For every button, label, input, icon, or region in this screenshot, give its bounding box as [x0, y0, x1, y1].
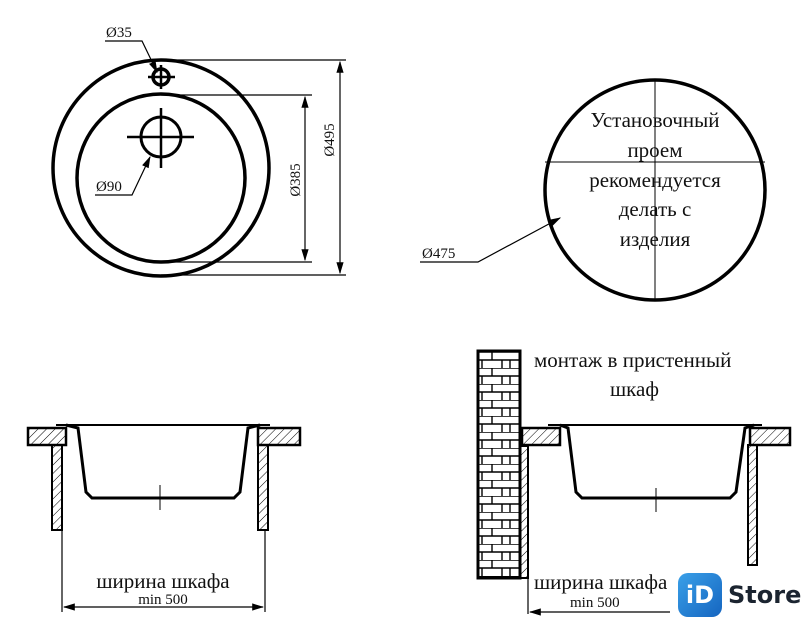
note-line: рекомендуется [589, 168, 721, 192]
wall-cabinet-min-label: min 500 [570, 595, 620, 611]
idstore-logo-icon: iD [678, 573, 722, 617]
wall-cabinet-width-label: ширина шкафа [534, 570, 668, 594]
cabinet-width-label: ширина шкафа [96, 569, 230, 593]
outer-diameter-label: Ø495 [322, 123, 338, 156]
drain-label: Ø90 [96, 179, 122, 195]
cutout-note: Установочный проем рекомендуется делать … [589, 108, 721, 251]
wall-mount-title: монтаж в пристенный [534, 348, 731, 372]
cutout-view: Установочный проем рекомендуется делать … [420, 78, 767, 302]
top-view: Ø35 Ø90 Ø385 Ø495 [51, 25, 346, 278]
drain-hole-icon [127, 108, 194, 168]
bowl-diameter-label: Ø385 [288, 163, 304, 196]
tap-hole-icon [148, 65, 175, 89]
section-wall: монтаж в пристенный шкаф ширина шкафа mi… [476, 348, 792, 616]
section-standard: ширина шкафа min 500 [26, 423, 302, 612]
logo-text: Store [728, 581, 802, 609]
idstore-watermark: iD Store [676, 567, 811, 623]
note-line: проем [627, 138, 682, 162]
brick-wall [476, 349, 522, 580]
logo-mark: iD [685, 581, 715, 609]
note-line: Установочный [590, 108, 719, 132]
tap-hole-label: Ø35 [106, 25, 132, 41]
note-line: изделия [620, 227, 691, 251]
cutout-diameter-label: Ø475 [422, 246, 455, 262]
wall-mount-title-2: шкаф [610, 377, 659, 401]
cabinet-min-label: min 500 [138, 592, 188, 608]
note-line: делать с [619, 197, 692, 221]
